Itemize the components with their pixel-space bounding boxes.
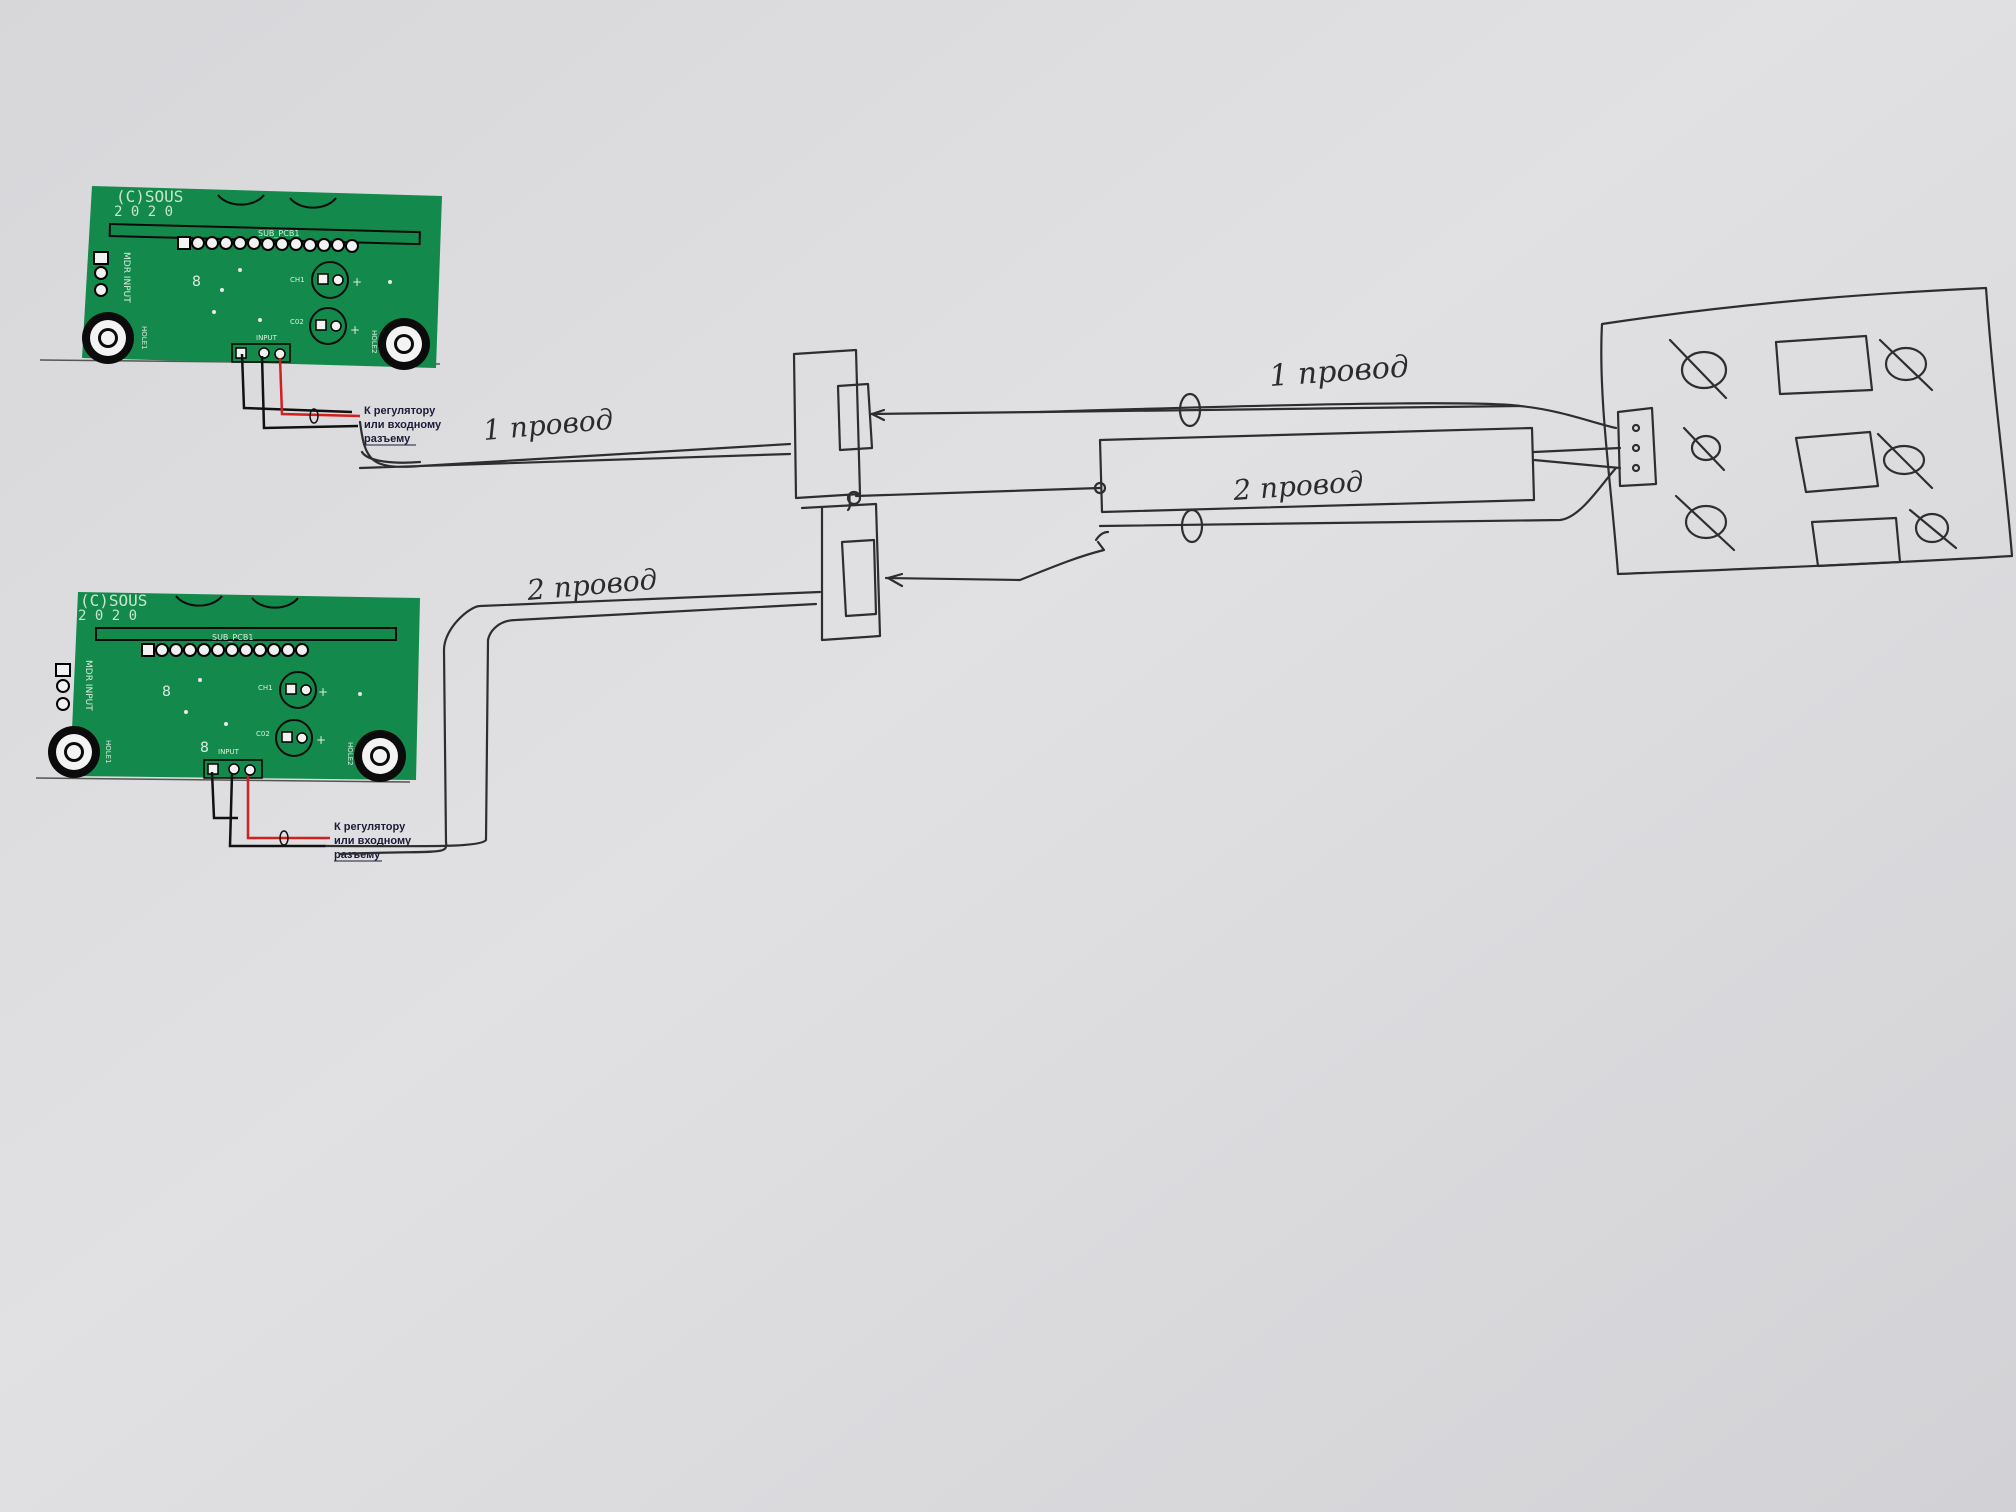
pcb-bottom-header-pins <box>141 643 309 657</box>
pcb-top-connector-label: INPUT <box>256 334 278 342</box>
caption-top-line1: К регулятору <box>364 405 436 417</box>
middle-block-top <box>792 348 862 500</box>
svg-text:+: + <box>352 275 362 289</box>
pcb-top-hole-left: HOLE1 <box>140 326 148 350</box>
caption-top-line3: разъему <box>364 433 411 445</box>
caption-bottom-line1: К регулятору <box>334 821 406 833</box>
caption-top-line2: или входному <box>364 419 442 431</box>
right-connector <box>1616 406 1658 488</box>
pcb-bottom-hole-right: HOLE2 <box>346 742 354 766</box>
pcb-bottom-year: 2 0 2 0 <box>78 608 137 624</box>
pcb-bottom-cap2: C02 <box>256 730 270 738</box>
svg-text:8: 8 <box>192 274 201 290</box>
pcb-bottom-connector-label: INPUT <box>218 748 240 756</box>
pcb-top-cap1: CH1 <box>290 276 305 284</box>
pcb-top-cap2: C02 <box>290 318 304 326</box>
middle-block-bottom <box>800 502 882 642</box>
pcb-bottom-cap1: CH1 <box>258 684 273 692</box>
wire-2-left <box>324 590 822 856</box>
pcb-top-copyright: (C)SOUS <box>116 187 183 206</box>
svg-text:+: + <box>316 733 326 747</box>
caption-top: К регулятору или входному разъему <box>364 405 442 446</box>
pcb-bottom: (C)SOUS 2 0 2 0 SUB_PCB1 MDR INPUT 8 8 C… <box>35 591 420 783</box>
pcb-top-hole-right: HOLE2 <box>370 330 378 354</box>
wire-1-right <box>1038 402 1618 430</box>
pcb-top-year: 2 0 2 0 <box>114 204 173 220</box>
pcb-top-side-label: MDR INPUT <box>121 252 131 303</box>
svg-text:8: 8 <box>200 740 209 756</box>
wire-2-right-box <box>1098 426 1536 514</box>
pcb-top-header-label: SUB_PCB1 <box>258 229 299 238</box>
pcb-bottom-wires <box>210 771 330 848</box>
pcb-bottom-header-label: SUB_PCB1 <box>212 633 253 642</box>
svg-text:+: + <box>350 323 360 337</box>
pcb-bottom-side-label: MDR INPUT <box>83 660 93 711</box>
wire-1-left <box>358 420 792 470</box>
pcb-bottom-hole-left: HOLE1 <box>104 740 112 764</box>
pcb-top-board <box>82 186 442 368</box>
caption-bottom: К регулятору или входному разъему <box>334 821 412 862</box>
pcb-bottom-copyright: (C)SOUS <box>80 591 147 610</box>
pcb-top-header-pins <box>177 236 359 253</box>
pcb-top: (C)SOUS 2 0 2 0 SUB_PCB1 MDR INPUT 8 <box>39 186 442 370</box>
right-board <box>1600 286 2014 576</box>
svg-text:8: 8 <box>162 684 171 700</box>
caption-bottom-line2: или входному <box>334 835 412 847</box>
hand-drawn-wiring <box>324 286 2014 856</box>
svg-text:+: + <box>318 685 328 699</box>
pcb-top-wires <box>240 353 361 430</box>
